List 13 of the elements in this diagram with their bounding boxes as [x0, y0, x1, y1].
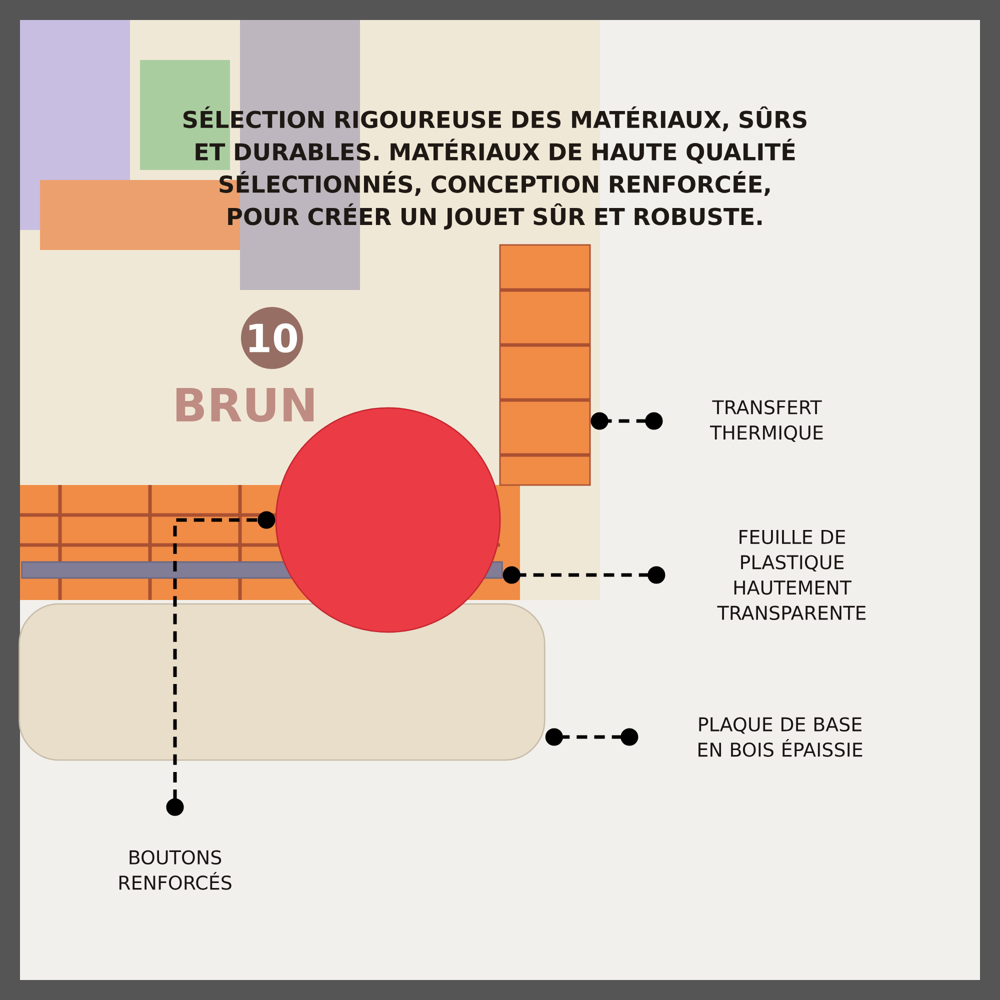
leader-line — [590, 412, 663, 430]
leader-line — [545, 728, 638, 746]
brick-border — [499, 244, 591, 486]
heading: SÉLECTION RIGOUREUSE DES MATÉRIAUX, SÛRS ET DURABLES. MATÉRIAUX DE HAUTE QUALITÉ SÉLECTIONNÉS, CONCEPTION RENFORCÉE, POUR CRÉER UN JOUET SÛR ET ROBUSTE. — [183, 106, 806, 230]
callout-label: TRANSFERT THERMIQUE — [710, 400, 823, 442]
number-badge: 10 — [241, 306, 304, 370]
callout-label: FEUILLE DE PLASTIQUE HAUTEMENT TRANSPARENTE — [717, 530, 866, 620]
color-word: BRUN — [176, 388, 314, 422]
callout-label: PLAQUE DE BASE EN BOIS ÉPAISSIE — [698, 717, 862, 757]
leader-line — [166, 511, 276, 816]
callout-label: BOUTONS RENFORCÉS — [119, 850, 232, 890]
leader-line — [502, 566, 666, 584]
base-plate — [18, 603, 546, 761]
